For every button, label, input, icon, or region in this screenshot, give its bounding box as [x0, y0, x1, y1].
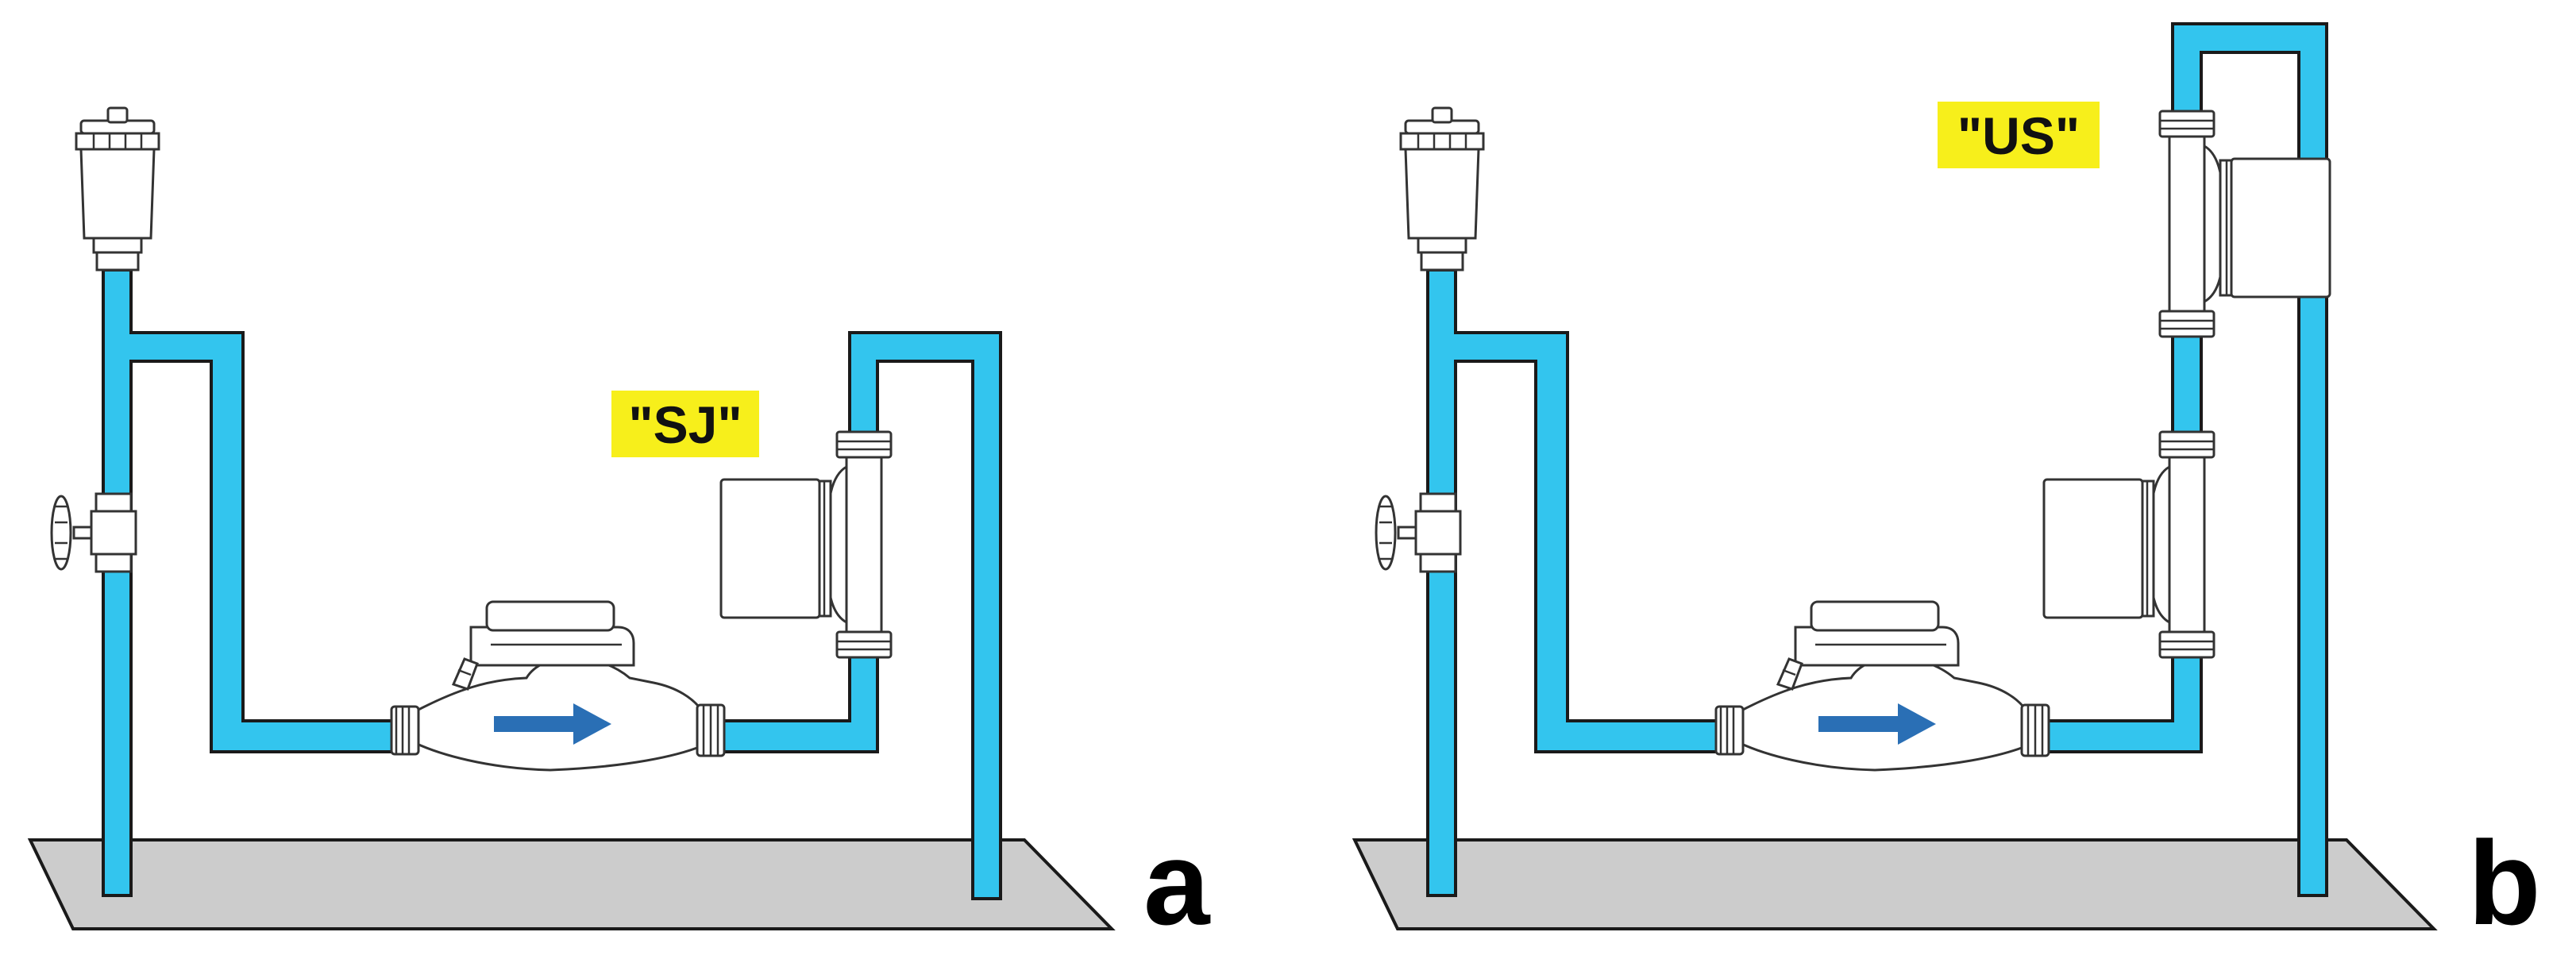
water-meter-icon — [390, 600, 726, 772]
panel-a: "SJ" a — [27, 106, 1211, 949]
gate-valve-icon — [1375, 492, 1462, 573]
gate-valve-icon — [50, 492, 137, 573]
supply-pipe-b — [1426, 268, 1721, 897]
water-meter-icon — [1714, 600, 2050, 772]
pump-tag-b: "US" — [1957, 106, 2080, 165]
panel-label-a: a — [1143, 816, 1211, 949]
air-vent-icon — [75, 106, 160, 272]
circulation-pump-icon — [719, 430, 893, 659]
tag-highlight-b — [1938, 102, 2100, 168]
air-vent-icon — [1399, 106, 1485, 272]
floor-slab-a — [27, 838, 1116, 930]
tag-highlight-a — [611, 391, 759, 457]
panel-b: "US" b — [1352, 22, 2541, 949]
floor-slab-b — [1352, 838, 2438, 930]
supply-pipe-a — [102, 268, 396, 897]
panel-label-b: b — [2468, 816, 2541, 949]
circulation-pump-icon — [2042, 430, 2215, 659]
pump-tag-a: "SJ" — [628, 395, 742, 454]
